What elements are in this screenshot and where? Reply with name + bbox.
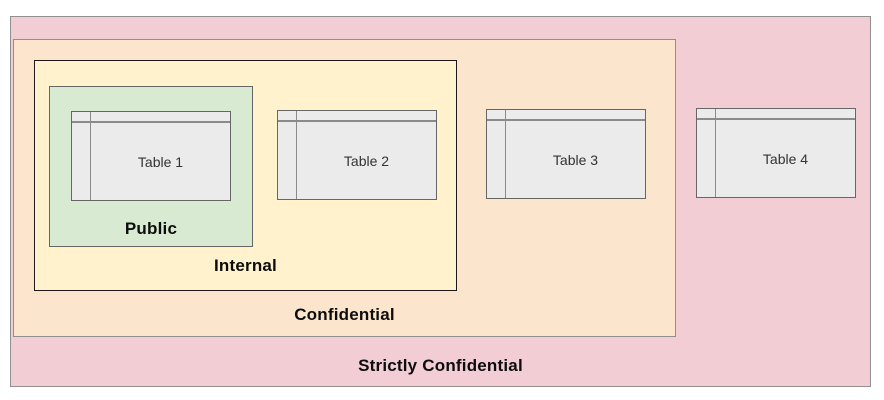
table-icon-header-row bbox=[506, 110, 645, 121]
table-icon-left-column bbox=[487, 121, 506, 198]
table-label: Table 2 bbox=[343, 152, 390, 169]
table-label: Table 1 bbox=[137, 153, 184, 170]
table-icon-table-3: Table 3 bbox=[486, 109, 646, 199]
zone-internal: Table 1 Public Table 2 Internal bbox=[34, 60, 457, 291]
table-label: Table 3 bbox=[552, 151, 599, 168]
table-icon-corner-cell bbox=[697, 109, 716, 120]
table-icon-corner-cell bbox=[278, 111, 297, 122]
table-icon-left-column bbox=[278, 122, 297, 199]
zone-label-public: Public bbox=[124, 219, 178, 238]
zone-label-internal: Internal bbox=[213, 256, 277, 275]
table-icon-left-column bbox=[697, 120, 716, 197]
table-icon-corner-cell bbox=[487, 110, 506, 121]
zone-strictly-confidential: Table 1 Public Table 2 Internal Table 3 bbox=[10, 16, 871, 387]
table-icon-left-column bbox=[72, 123, 91, 200]
zone-label-confidential: Confidential bbox=[294, 305, 395, 324]
table-icon-table-2: Table 2 bbox=[277, 110, 437, 200]
table-icon-table-1: Table 1 bbox=[71, 111, 231, 201]
zone-label-strictly-confidential: Strictly Confidential bbox=[358, 356, 523, 375]
table-icon-header-row bbox=[297, 111, 436, 122]
table-icon-header-row bbox=[716, 109, 855, 120]
zone-public: Table 1 Public bbox=[49, 86, 253, 247]
table-icon-corner-cell bbox=[72, 112, 91, 123]
table-label: Table 4 bbox=[762, 150, 809, 167]
table-icon-table-4: Table 4 bbox=[696, 108, 856, 198]
table-icon-header-row bbox=[91, 112, 230, 123]
zone-confidential: Table 1 Public Table 2 Internal Table 3 bbox=[13, 39, 676, 337]
